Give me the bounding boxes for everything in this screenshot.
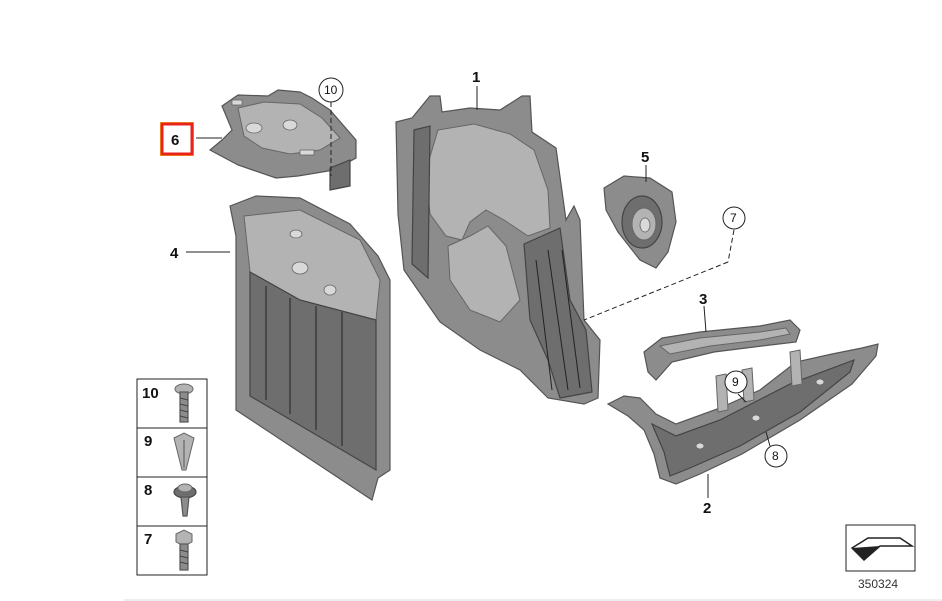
reference-number: 350324 — [858, 577, 898, 591]
legend-row-8[interactable]: 8 — [144, 482, 197, 517]
callout-1: 1 — [472, 69, 480, 86]
svg-text:9: 9 — [144, 433, 152, 450]
svg-text:8: 8 — [144, 482, 152, 499]
bolt-icon — [175, 529, 193, 571]
callout-5: 5 — [641, 149, 649, 166]
legend-row-10[interactable]: 10 — [142, 383, 194, 423]
callout-8: 8 — [764, 444, 788, 468]
callout-6: 6 — [171, 132, 179, 149]
part-3-trim-strip[interactable] — [643, 319, 801, 381]
callouts: 1 2 3 4 5 6 7 8 9 10 — [160, 69, 788, 517]
callout-6-highlight[interactable]: 6 — [160, 122, 194, 156]
callout-9: 9 — [724, 370, 748, 394]
svg-text:9: 9 — [732, 375, 739, 389]
fastener-legend: 10 9 8 7 — [136, 378, 208, 576]
callout-3: 3 — [699, 291, 707, 308]
svg-text:8: 8 — [772, 449, 779, 463]
svg-text:7: 7 — [730, 211, 737, 225]
vehicle-direction-icon — [850, 537, 915, 562]
part-1-main-carrier[interactable] — [395, 95, 601, 405]
part-4-carrier[interactable] — [229, 195, 391, 501]
part-2-lower-trim[interactable] — [606, 343, 879, 485]
screw-icon — [174, 383, 194, 423]
callout-4: 4 — [170, 245, 179, 262]
svg-text:7: 7 — [144, 531, 152, 548]
part-6-bracket[interactable] — [208, 89, 357, 191]
callout-7: 7 — [722, 206, 746, 230]
callout-10: 10 — [318, 77, 344, 103]
part-5-speaker-cover[interactable] — [603, 175, 677, 269]
callout-2: 2 — [703, 500, 711, 517]
leader-lines — [186, 86, 771, 498]
flange-bolt-icon — [173, 483, 197, 517]
reference-box: 350324 — [845, 524, 916, 591]
clip-nut-icon — [173, 432, 195, 471]
svg-text:10: 10 — [324, 83, 338, 97]
legend-row-7[interactable]: 7 — [144, 529, 193, 571]
legend-row-9[interactable]: 9 — [144, 432, 195, 471]
svg-text:10: 10 — [142, 385, 159, 402]
